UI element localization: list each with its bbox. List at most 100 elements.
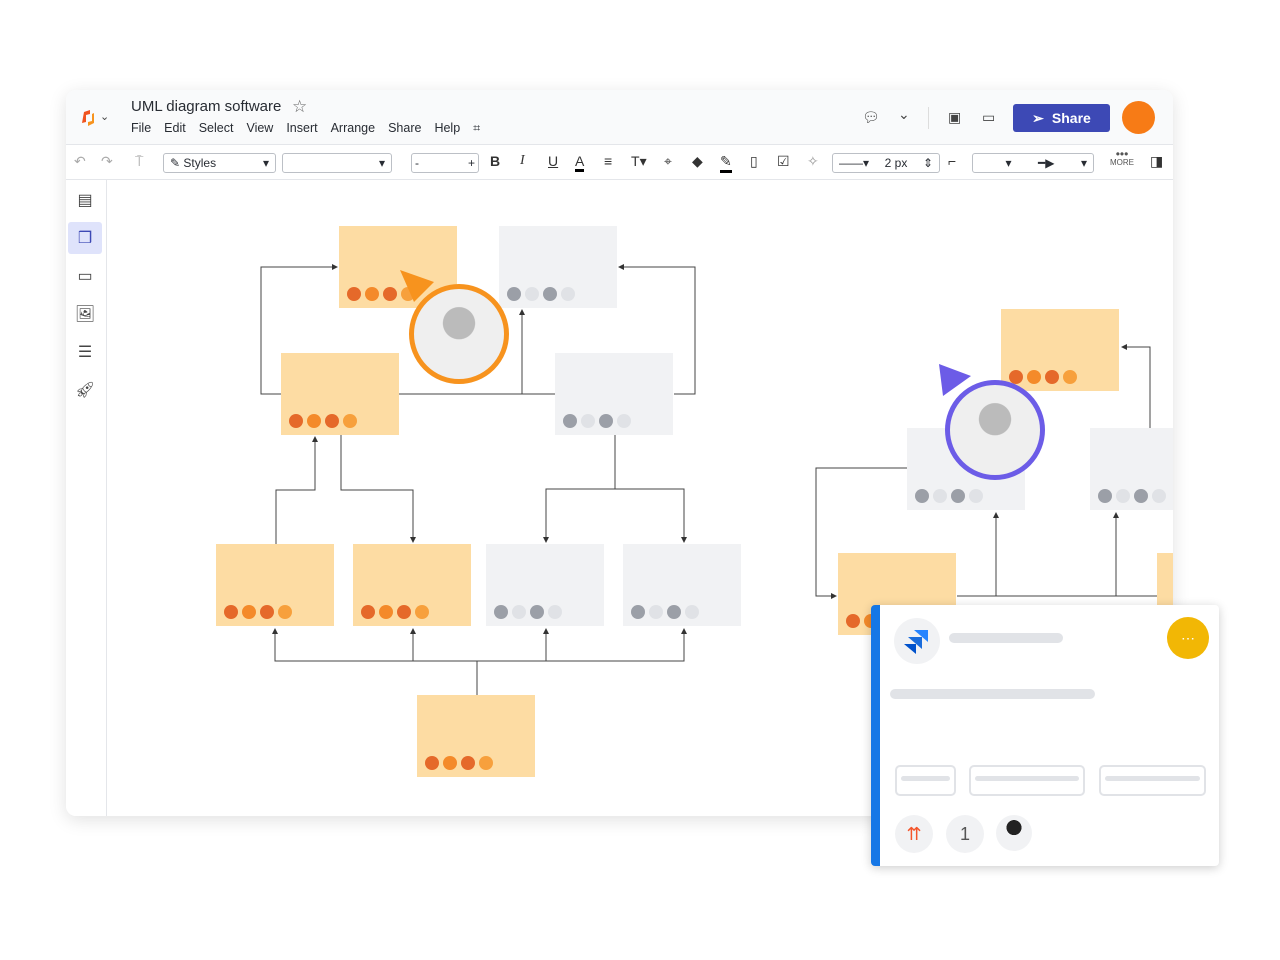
dot	[379, 605, 393, 619]
comment-icon[interactable]: 💬︎	[862, 109, 880, 125]
font-color-button[interactable]: A	[575, 153, 585, 172]
assignee-avatar[interactable]	[996, 815, 1032, 851]
user-avatar[interactable]	[1122, 101, 1155, 134]
dot	[667, 605, 681, 619]
menu-edit[interactable]: Edit	[164, 121, 186, 135]
dot	[307, 414, 321, 428]
menu-select[interactable]: Select	[198, 121, 234, 135]
header: ⌄ UML diagram software ☆ File Edit Selec…	[66, 90, 1173, 145]
node-dots	[915, 489, 983, 503]
more-button[interactable]: •••MORE	[1110, 147, 1134, 167]
dot	[260, 605, 274, 619]
data-icon[interactable]: ☰	[77, 344, 93, 361]
field-chip[interactable]	[1099, 765, 1206, 796]
diagram-node[interactable]	[1090, 428, 1173, 510]
line-style-dropdown[interactable]: ——▾2 px⇕	[832, 153, 940, 173]
diagram-node-highlighted[interactable]	[417, 695, 535, 777]
menu-view[interactable]: View	[246, 121, 274, 135]
title-placeholder	[949, 633, 1063, 643]
magic-wand-icon[interactable]: ✧	[807, 153, 819, 169]
dot	[1116, 489, 1130, 503]
bold-button[interactable]: B	[490, 153, 501, 169]
brush-icon: ✎	[170, 156, 184, 170]
share-button[interactable]: ➢Share	[1013, 104, 1110, 132]
dot	[846, 614, 860, 628]
jira-card[interactable]: ⋯ ⇈ 1	[871, 605, 1219, 866]
shapes-icon[interactable]: ❒	[68, 222, 102, 254]
diagram-node-highlighted[interactable]	[353, 544, 471, 626]
font-dropdown[interactable]: ▾	[282, 153, 392, 173]
panel-toggle-icon[interactable]: ◨	[1150, 153, 1164, 169]
arrow-dropdown[interactable]: ▾━▶▾	[972, 153, 1094, 173]
dot	[1152, 489, 1166, 503]
dot	[649, 605, 663, 619]
line-color-icon[interactable]: ✎	[720, 153, 732, 173]
dot	[1027, 370, 1041, 384]
dot	[242, 605, 256, 619]
dot	[278, 605, 292, 619]
chevron-down-icon[interactable]: ⌄	[100, 111, 110, 123]
format-painter-icon[interactable]: ⍑	[135, 153, 144, 169]
field-chip[interactable]	[895, 765, 956, 796]
collaborator-avatar-1	[409, 284, 509, 384]
dot	[479, 756, 493, 770]
menu-help[interactable]: Help	[434, 121, 461, 135]
cursor-orange-icon	[400, 270, 434, 302]
menu-insert[interactable]: Insert	[286, 121, 318, 135]
cursor-purple-icon	[939, 364, 971, 396]
description-placeholder	[890, 689, 1095, 699]
redo-icon[interactable]: ↷	[101, 153, 113, 169]
present-icon[interactable]: ▣	[948, 109, 962, 125]
dot	[443, 756, 457, 770]
dot	[525, 287, 539, 301]
align-icon[interactable]: ≡	[604, 153, 613, 169]
dot	[1045, 370, 1059, 384]
connector-icon[interactable]: ⌐	[948, 153, 957, 169]
text-format-button[interactable]: T▾	[631, 153, 647, 169]
dot	[617, 414, 631, 428]
pages-icon[interactable]: ▤	[77, 192, 93, 209]
status-icon[interactable]: ⋯	[1167, 617, 1209, 659]
diagram-node-highlighted[interactable]	[216, 544, 334, 626]
diagram-node[interactable]	[486, 544, 604, 626]
node-dots	[1098, 489, 1166, 503]
position-icon[interactable]: ⌖	[664, 153, 672, 169]
effects-icon[interactable]: ☑	[777, 153, 790, 169]
dot	[548, 605, 562, 619]
menu-file[interactable]: File	[131, 121, 152, 135]
image-icon[interactable]: 🖼︎	[74, 306, 96, 323]
underline-button[interactable]: U	[548, 153, 559, 169]
node-dots	[425, 756, 493, 770]
star-icon[interactable]: ☆	[292, 97, 308, 116]
priority-highest-icon: ⇈	[895, 815, 933, 853]
field-chip[interactable]	[969, 765, 1085, 796]
dot	[1009, 370, 1023, 384]
sidebar: ▤ ❒ ▭ 🖼︎ ☰ 🚀︎	[66, 180, 107, 816]
styles-dropdown[interactable]: ✎ Styles▾	[163, 153, 276, 173]
menu-share[interactable]: Share	[388, 121, 422, 135]
dot	[631, 605, 645, 619]
diagram-node-highlighted[interactable]	[1001, 309, 1119, 391]
menu-arrange[interactable]: Arrange	[330, 121, 376, 135]
rocket-icon[interactable]: 🚀︎	[74, 382, 96, 399]
opacity-icon[interactable]: ▯	[750, 153, 758, 169]
document-title[interactable]: UML diagram software	[131, 98, 282, 115]
binoculars-icon[interactable]: ⌗	[473, 121, 481, 135]
diagram-node[interactable]	[499, 226, 617, 308]
dot	[224, 605, 238, 619]
node-dots	[494, 605, 562, 619]
toolbar: ↶ ↷ ⍑ ✎ Styles▾ ▾ -+ B I U A ≡ T▾ ⌖ ◆ ✎ …	[66, 145, 1173, 180]
diagram-node[interactable]	[623, 544, 741, 626]
diagram-node[interactable]	[555, 353, 673, 435]
app-logo-icon[interactable]	[80, 110, 96, 126]
italic-button[interactable]: I	[520, 153, 525, 168]
dot	[415, 605, 429, 619]
templates-icon[interactable]: ▭	[77, 268, 93, 285]
video-icon[interactable]: ▭	[982, 109, 996, 125]
undo-icon[interactable]: ↶	[74, 153, 86, 169]
dot	[361, 605, 375, 619]
chevron-down-icon[interactable]: ⌄	[898, 106, 910, 122]
font-size-stepper[interactable]: -+	[411, 153, 479, 173]
diagram-node-highlighted[interactable]	[281, 353, 399, 435]
fill-color-icon[interactable]: ◆	[692, 153, 703, 169]
